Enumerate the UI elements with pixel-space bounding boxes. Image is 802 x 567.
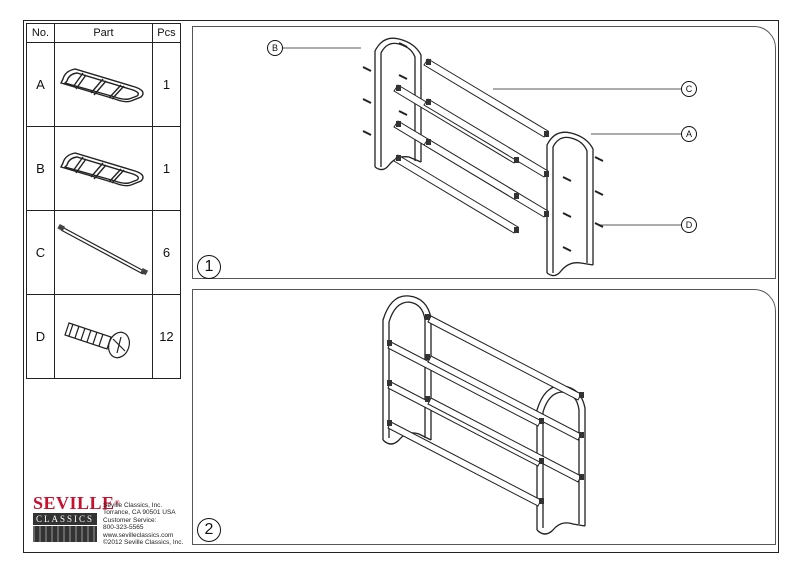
instruction-sheet — [23, 20, 779, 553]
callout-d: D — [681, 217, 697, 233]
part-image — [53, 210, 153, 295]
company-line: www.sevilleclassics.com — [103, 531, 174, 539]
shelf-frame-a-icon — [60, 68, 145, 103]
tube-rod-icon — [57, 223, 149, 276]
part-pcs: 1 — [151, 126, 182, 211]
table-row: C 6 — [26, 210, 182, 295]
header-pcs: Pcs — [151, 23, 182, 43]
table-row: A 1 — [26, 42, 182, 127]
logo-text-top: SEVILLE — [33, 493, 115, 513]
part-no: D — [26, 294, 55, 379]
step-number: 2 — [197, 518, 221, 542]
part-image — [53, 294, 153, 379]
logo-text-bottom: CLASSICS — [33, 513, 97, 525]
header-no: No. — [26, 23, 55, 43]
step-2-panel: 2 — [192, 289, 776, 545]
part-pcs: 12 — [151, 294, 182, 379]
assembled-rack-illustration — [382, 295, 586, 535]
table-row: D 12 — [26, 294, 182, 379]
callout-c: C — [681, 81, 697, 97]
step-1-panel: B C A D 1 — [192, 26, 776, 279]
company-line: ©2012 Seville Classics, Inc. — [103, 539, 184, 547]
shelf-frame-b-icon — [60, 152, 145, 187]
company-line: Seville Classics, Inc. — [103, 502, 163, 509]
logo-pattern — [33, 526, 97, 542]
company-line: Torrance, CA 90501 USA — [103, 509, 176, 517]
part-pcs: 6 — [151, 210, 182, 295]
part-no: B — [26, 126, 55, 211]
parts-table: No. Part Pcs A 1 B — [26, 23, 182, 379]
screw-icon — [64, 322, 131, 359]
table-row: B 1 — [26, 126, 182, 211]
company-line: Customer Service: — [103, 516, 157, 524]
callout-b: B — [267, 40, 283, 56]
exploded-rack-illustration — [283, 37, 681, 277]
header-part: Part — [53, 23, 153, 43]
logo-registered-mark: ® — [114, 499, 121, 507]
callout-a: A — [681, 126, 697, 142]
step-number: 1 — [197, 255, 221, 279]
part-no: C — [26, 210, 55, 295]
part-image — [53, 42, 153, 127]
brand-logo: SEVILLE® CLASSICS — [33, 494, 120, 544]
company-line: 800-323-5565 — [103, 524, 144, 532]
part-no: A — [26, 42, 55, 127]
company-info: Seville Classics, Inc. Torrance, CA 9050… — [103, 502, 183, 546]
part-image — [53, 126, 153, 211]
part-pcs: 1 — [151, 42, 182, 127]
